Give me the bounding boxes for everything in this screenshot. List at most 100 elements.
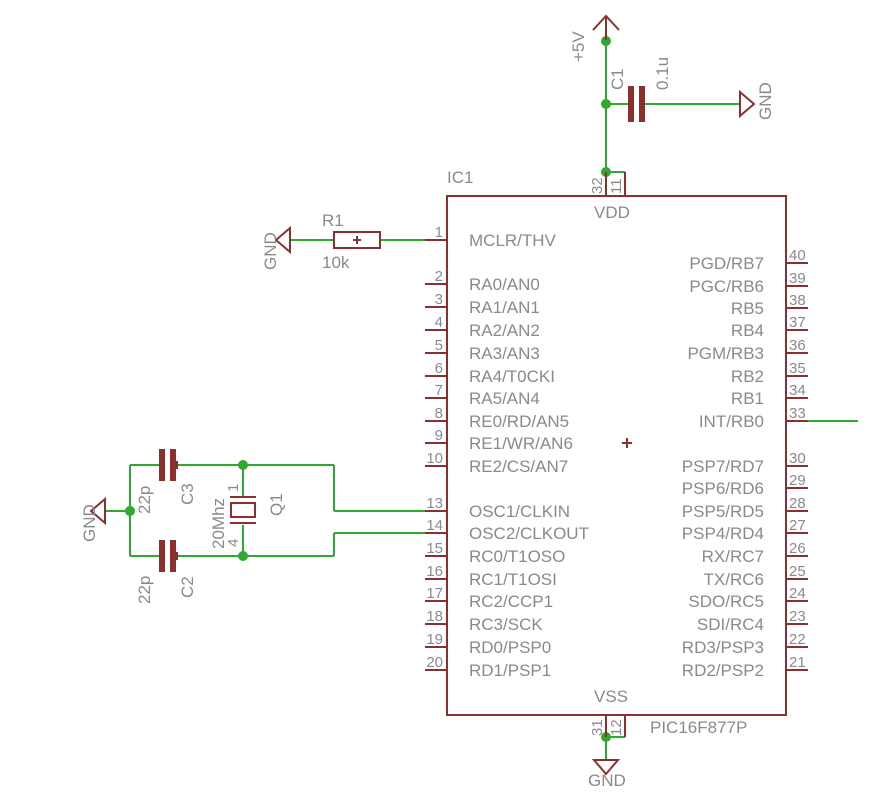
r1-resistor: R1 10k xyxy=(322,211,381,272)
pin-number: 39 xyxy=(789,270,806,287)
pin-number: 30 xyxy=(789,450,806,467)
pin-name: RC3/SCK xyxy=(469,615,543,634)
r1-ref: R1 xyxy=(322,211,344,230)
r1-value: 10k xyxy=(322,253,350,272)
pin-name: RE0/RD/AN5 xyxy=(469,412,569,431)
ic-pin-13: 13 OSC1/CLKIN xyxy=(425,495,570,521)
ic-vdd-label: VDD xyxy=(594,203,630,222)
pin-number: 6 xyxy=(435,360,443,377)
c2-capacitor: 22p C2 xyxy=(135,540,197,604)
pin-name: RX/RC7 xyxy=(702,547,764,566)
ic-pin-29: 29 PSP6/RD6 xyxy=(682,472,808,498)
r1-gnd-label: GND xyxy=(261,232,280,270)
plus5v-label: +5V xyxy=(569,31,588,62)
pin-name: RD0/PSP0 xyxy=(469,638,551,657)
r1-gnd-symbol: GND xyxy=(261,225,291,270)
pin-number: 37 xyxy=(789,314,806,331)
pin-number: 40 xyxy=(789,247,806,264)
q1-crystal: 1 4 20Mhz Q1 xyxy=(209,484,286,549)
pin-number: 1 xyxy=(435,224,443,241)
ic-pin-7: 7 RA5/AN4 xyxy=(425,382,540,408)
pin-number: 23 xyxy=(789,608,806,625)
pin-number: 19 xyxy=(426,631,443,648)
ic-pin-39: 39 PGC/RB6 xyxy=(689,270,808,296)
pin-number: 29 xyxy=(789,472,806,489)
c3-ref: C3 xyxy=(178,483,197,505)
junction-c1 xyxy=(601,99,611,109)
pin-number: 15 xyxy=(426,540,443,557)
pin-number: 18 xyxy=(426,608,443,625)
pin-number: 22 xyxy=(789,631,806,648)
pin-number: 26 xyxy=(789,540,806,557)
c1-value: 0.1u xyxy=(653,57,672,90)
junction-osc2 xyxy=(238,551,248,561)
pin-number: 5 xyxy=(435,337,443,354)
ic-pin-19: 19 RD0/PSP0 xyxy=(425,631,551,657)
pin-number: 7 xyxy=(435,382,443,399)
pin-name: RA3/AN3 xyxy=(469,344,540,363)
c2-ref: C2 xyxy=(178,576,197,598)
ic-pin-26: 26 RX/RC7 xyxy=(702,540,808,566)
pin-name: RC2/CCP1 xyxy=(469,592,553,611)
pin-name: RA5/AN4 xyxy=(469,389,540,408)
pin-32-num: 32 xyxy=(589,177,606,194)
pin-number: 38 xyxy=(789,292,806,309)
pin-name: PSP7/RD7 xyxy=(682,457,764,476)
pin-number: 3 xyxy=(435,291,443,308)
junction-cap-gnd xyxy=(125,506,135,516)
pin-number: 33 xyxy=(789,405,806,422)
c1-gnd-symbol: GND xyxy=(739,82,775,120)
q1-ref: Q1 xyxy=(267,493,286,516)
pin-name: RB2 xyxy=(731,367,764,386)
pin-number: 21 xyxy=(789,654,806,671)
vss-gnd-label: GND xyxy=(588,771,626,790)
pin-name: MCLR/THV xyxy=(469,231,557,250)
pin-name: RA0/AN0 xyxy=(469,275,540,294)
pin-name: RA4/T0CKI xyxy=(469,367,555,386)
pin-name: RC1/T1OSI xyxy=(469,570,557,589)
c3-value: 22p xyxy=(135,486,154,514)
c1-gnd-label: GND xyxy=(756,82,775,120)
pin-name: RA2/AN2 xyxy=(469,321,540,340)
pin-name: PGD/RB7 xyxy=(689,254,764,273)
vdd-pins: 32 11 xyxy=(589,172,626,196)
plus5v-symbol: +5V xyxy=(569,14,620,62)
pin-name: SDI/RC4 xyxy=(697,615,764,634)
pin-name: SDO/RC5 xyxy=(688,592,764,611)
pin-31-num: 31 xyxy=(589,719,606,736)
c1-ref: C1 xyxy=(608,68,627,90)
pin-name: RD1/PSP1 xyxy=(469,661,551,680)
ic-body xyxy=(446,195,787,716)
pin-number: 13 xyxy=(426,495,443,512)
ic-pin-40: 40 PGD/RB7 xyxy=(689,247,808,273)
ic-pin-18: 18 RC3/SCK xyxy=(425,608,543,634)
pin-name: OSC1/CLKIN xyxy=(469,502,570,521)
pin-number: 36 xyxy=(789,337,806,354)
pin-number: 14 xyxy=(426,517,443,534)
pin-name: PGM/RB3 xyxy=(687,344,764,363)
ic-pin-23: 23 SDI/RC4 xyxy=(697,608,808,634)
pin-name: PGC/RB6 xyxy=(689,277,764,296)
c3-capacitor: 22p C3 xyxy=(135,449,197,514)
vss-gnd-symbol: GND xyxy=(588,759,626,790)
pin-name: PSP6/RD6 xyxy=(682,479,764,498)
